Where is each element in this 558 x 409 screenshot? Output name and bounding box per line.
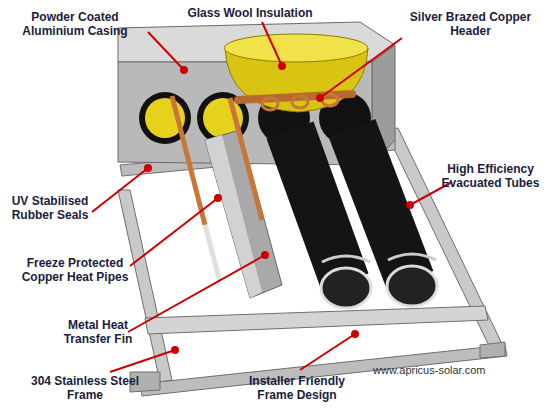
part-label: Metal Heat Transfer Fin: [48, 318, 148, 346]
part-label: 304 Stainless Steel Frame: [30, 374, 140, 402]
leader-lines: [92, 22, 452, 372]
evacuated-tubes: [290, 128, 437, 308]
part-label: Powder Coated Aluminium Casing: [0, 10, 150, 38]
part-label: Installer Friendly Frame Design: [232, 374, 362, 402]
part-label: UV Stabilised Rubber Seals: [0, 194, 100, 222]
heat-pipes-and-fin: [172, 96, 282, 298]
glass-wool-insulation: [224, 34, 368, 112]
part-label: Silver Brazed Copper Header: [398, 10, 543, 38]
watermark: www.apricus-solar.com: [373, 363, 543, 377]
part-label: Glass Wool Insulation: [180, 6, 320, 20]
part-label: Freeze Protected Copper Heat Pipes: [5, 256, 145, 284]
part-label: High Efficiency Evacuated Tubes: [428, 162, 553, 190]
copper-header: [238, 94, 352, 110]
